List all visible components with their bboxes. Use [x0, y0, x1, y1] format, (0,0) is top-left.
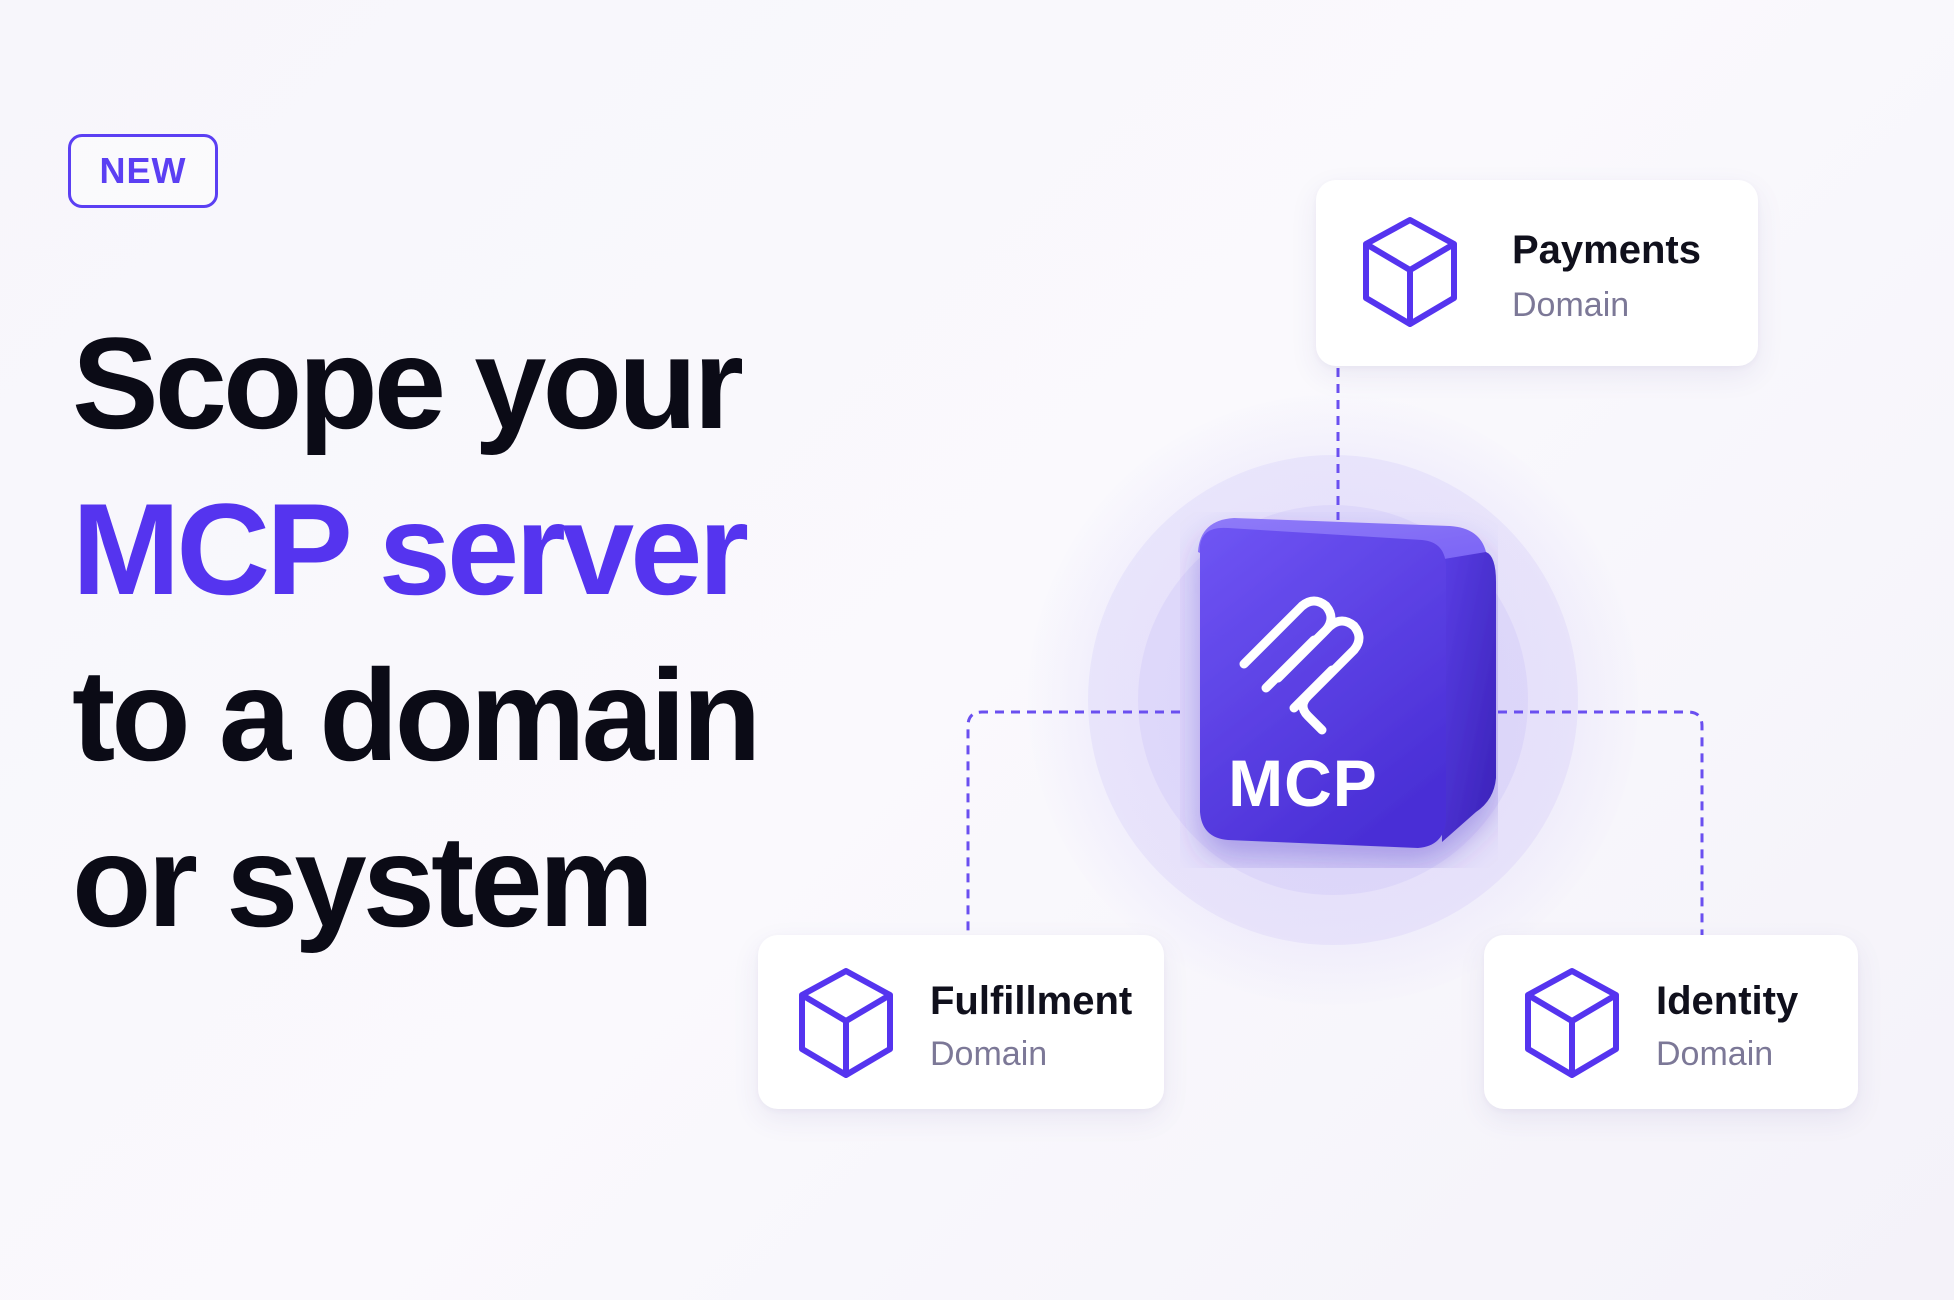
connector-identity — [1498, 710, 1704, 935]
mcp-label: MCP — [1228, 746, 1378, 820]
new-badge: NEW — [68, 134, 218, 208]
mcp-logo-icon — [1239, 596, 1364, 735]
mcp-server-cube — [1180, 512, 1498, 868]
payments-domain-card: Payments Domain — [1316, 180, 1758, 366]
headline-line-3: to a domain — [72, 642, 761, 788]
headline-line-4: or system — [72, 808, 654, 954]
cube-icon — [799, 968, 893, 1078]
domain-subtitle: Domain — [930, 1035, 1048, 1073]
identity-domain-card: Identity Domain — [1484, 935, 1858, 1109]
cube-icon — [1363, 217, 1457, 327]
domain-subtitle: Domain — [1512, 286, 1630, 324]
domain-subtitle: Domain — [1656, 1035, 1774, 1073]
connector-fulfillment — [966, 710, 1180, 935]
headline: Scope your MCP server to a domain or sys… — [72, 300, 761, 964]
headline-line-2-highlight: MCP server — [72, 476, 749, 622]
headline-line-1: Scope your — [72, 310, 744, 456]
domain-title: Identity — [1656, 979, 1799, 1023]
fulfillment-domain-card: Fulfillment Domain — [758, 935, 1164, 1109]
domain-title: Payments — [1512, 228, 1701, 272]
domain-title: Fulfillment — [930, 979, 1133, 1023]
cube-icon — [1525, 968, 1619, 1078]
